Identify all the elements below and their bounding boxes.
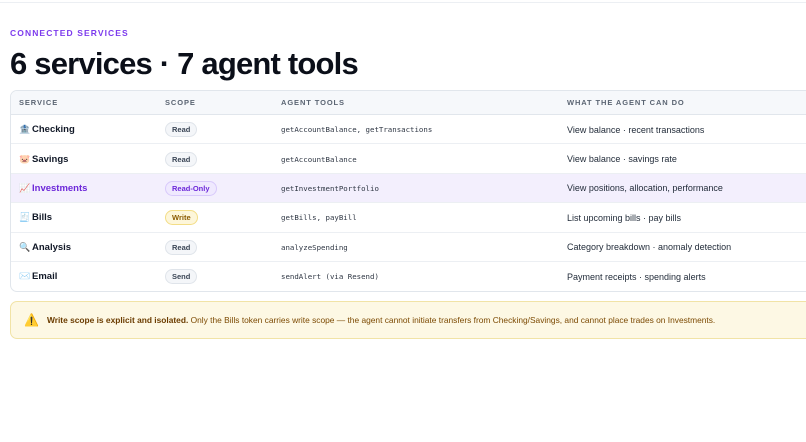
column-header-capabilities: WHAT THE AGENT CAN DO: [567, 98, 685, 107]
notice-body-text: Only the Bills token carries write scope…: [188, 315, 716, 325]
scope-badge: Read: [165, 151, 198, 167]
agent-tools-cell: getAccountBalance: [281, 154, 357, 164]
chart-up-icon: 📈: [19, 182, 31, 193]
capabilities-cell: View positions, allocation, performance: [567, 183, 723, 194]
scope-badge: Write: [165, 210, 198, 226]
agent-tools-cell: getInvestmentPortfolio: [281, 183, 379, 193]
table-row[interactable]: 🔍 Analysis Read analyzeSpending Category…: [11, 233, 806, 262]
service-name: Analysis: [32, 241, 72, 253]
scope-badge: Send: [165, 269, 198, 285]
table-row-highlighted[interactable]: 📈 Investments Read-Only getInvestmentPor…: [11, 173, 806, 204]
service-cell: 🔍 Analysis: [19, 233, 71, 262]
notice-text: Write scope is explicit and isolated. On…: [47, 315, 715, 325]
service-name: Email: [32, 271, 58, 283]
service-name: Investments: [32, 182, 88, 194]
capabilities-cell: Category breakdown · anomaly detection: [567, 242, 732, 253]
column-header-agent-tools: AGENT TOOLS: [281, 98, 345, 107]
warning-icon: ⚠️: [24, 313, 39, 327]
table-header: SERVICE SCOPE AGENT TOOLS WHAT THE AGENT…: [11, 91, 806, 115]
table-row[interactable]: 🐷 Savings Read getAccountBalance View ba…: [11, 144, 806, 174]
scope-cell: Write: [165, 203, 198, 232]
table-row[interactable]: 🏦 Checking Read getAccountBalance, getTr…: [11, 115, 806, 145]
scope-cell: Send: [165, 262, 198, 291]
scope-cell: Read: [165, 115, 198, 144]
page-title: 6 services · 7 agent tools: [10, 46, 359, 81]
top-divider: [0, 0, 806, 3]
receipt-icon: 🧾: [19, 212, 31, 223]
service-cell: 🧾 Bills: [19, 203, 52, 232]
page-header: CONNECTED SERVICES 6 services · 7 agent …: [10, 28, 806, 81]
service-cell: 📈 Investments: [19, 174, 87, 203]
agent-tools-cell: sendAlert (via Resend): [281, 272, 379, 282]
column-header-service: SERVICE: [19, 98, 59, 107]
service-name: Savings: [32, 153, 69, 165]
service-cell: ✉️ Email: [19, 262, 57, 291]
services-table: SERVICE SCOPE AGENT TOOLS WHAT THE AGENT…: [10, 90, 806, 292]
agent-tools-cell: getAccountBalance, getTransactions: [281, 125, 433, 135]
magnifier-icon: 🔍: [19, 241, 31, 252]
bank-icon: 🏦: [19, 124, 31, 135]
service-cell: 🏦 Checking: [19, 115, 75, 144]
scope-cell: Read-Only: [165, 174, 217, 203]
capabilities-cell: View balance · recent transactions: [567, 124, 705, 135]
service-name: Checking: [32, 124, 75, 136]
scope-badge: Read-Only: [165, 180, 217, 196]
scope-badge: Read: [165, 239, 198, 255]
capabilities-cell: Payment receipts · spending alerts: [567, 271, 706, 282]
agent-tools-cell: analyzeSpending: [281, 242, 348, 252]
piggy-bank-icon: 🐷: [19, 153, 31, 164]
table-row[interactable]: ✉️ Email Send sendAlert (via Resend) Pay…: [11, 262, 806, 291]
scope-cell: Read: [165, 233, 198, 262]
scope-cell: Read: [165, 144, 198, 173]
service-cell: 🐷 Savings: [19, 144, 68, 173]
capabilities-cell: View balance · savings rate: [567, 154, 677, 165]
column-header-scope: SCOPE: [165, 98, 196, 107]
service-name: Bills: [32, 212, 53, 224]
write-scope-notice: ⚠️ Write scope is explicit and isolated.…: [10, 301, 806, 339]
scope-badge: Read: [165, 122, 198, 138]
notice-strong-text: Write scope is explicit and isolated.: [46, 315, 189, 325]
envelope-icon: ✉️: [19, 271, 31, 282]
capabilities-cell: List upcoming bills · pay bills: [567, 212, 682, 223]
table-row[interactable]: 🧾 Bills Write getBills, payBill List upc…: [11, 203, 806, 233]
agent-tools-cell: getBills, payBill: [281, 213, 357, 223]
section-eyebrow: CONNECTED SERVICES: [10, 28, 129, 38]
